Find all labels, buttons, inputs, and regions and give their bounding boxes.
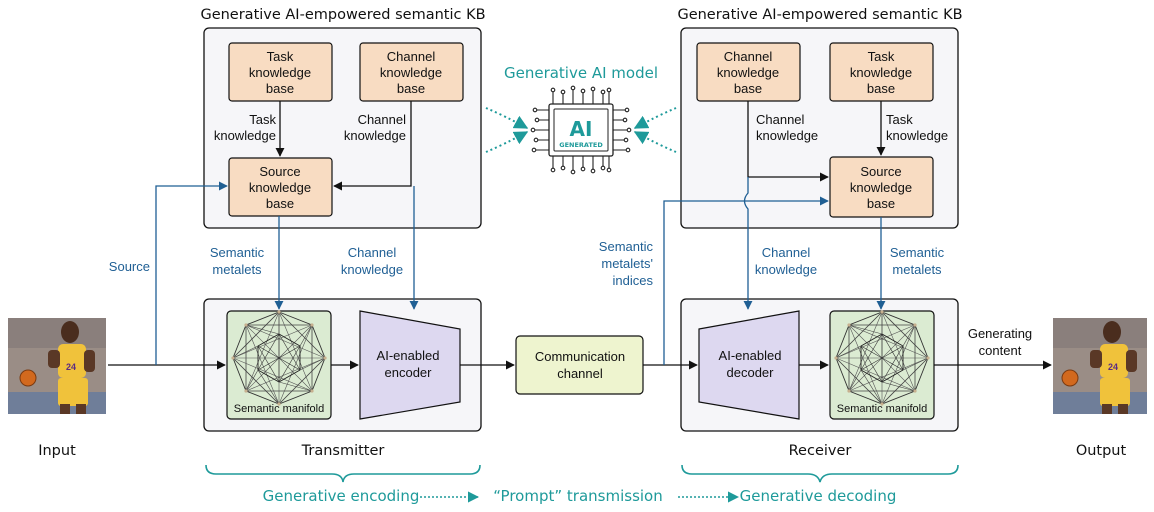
svg-text:24: 24 (1108, 362, 1118, 372)
receiver-manifold-label: Semantic manifold (837, 403, 928, 415)
receiver-label: Receiver (789, 443, 852, 459)
left-channel-to-source-arrow (333, 101, 412, 191)
output-label: Output (1076, 443, 1127, 459)
generative-decoding-label: Generative decoding (740, 487, 897, 505)
right-kb-title: Generative AI-empowered semantic KB (677, 7, 962, 23)
left-kb-to-ai-arrow-2 (485, 131, 529, 153)
input-image: 24 (8, 318, 106, 414)
encoding-brace (205, 464, 481, 483)
ai-chip-subtext: GENERATED (559, 141, 603, 149)
generative-encoding-label: Generative encoding (263, 487, 420, 505)
right-kb-to-ai-arrow (633, 107, 677, 129)
source-link-label: Source (109, 259, 150, 274)
receiver-manifold-graph (833, 309, 931, 407)
transmitter-manifold-label: Semantic manifold (234, 403, 325, 415)
right-kb-to-ai-arrow-2 (633, 131, 677, 153)
transmitter-manifold-graph (230, 309, 328, 407)
svg-text:24: 24 (66, 362, 76, 372)
communication-channel-box (515, 335, 644, 395)
ai-model-label: Generative AI model (504, 64, 658, 82)
semantic-indices-link-arrow (663, 196, 829, 365)
source-link-arrow (155, 181, 228, 365)
decoder-trapezoid (698, 310, 800, 420)
output-image: 24 (1053, 318, 1147, 414)
prompt-transmission-label: “Prompt” transmission (493, 487, 662, 505)
input-label: Input (38, 443, 76, 459)
encoder-trapezoid (359, 310, 461, 420)
left-kb-title: Generative AI-empowered semantic KB (200, 7, 485, 23)
left-source-kb-box (228, 157, 333, 217)
transmitter-label: Transmitter (301, 443, 385, 459)
ai-chip-icon (530, 85, 632, 175)
right-channel-knowledge-arrow (743, 177, 753, 310)
ai-chip-text: AI (570, 117, 593, 141)
left-kb-to-ai-arrow (485, 107, 529, 129)
decoding-brace (681, 464, 959, 483)
